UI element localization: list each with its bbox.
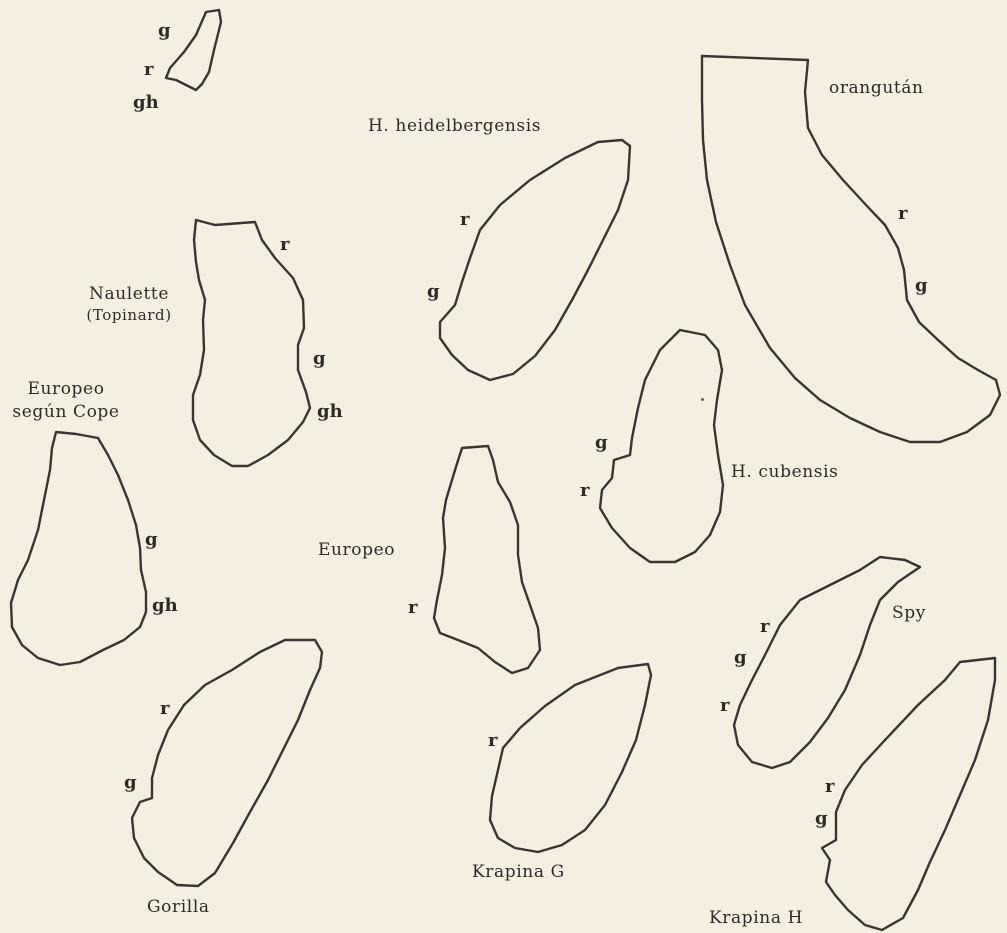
outline-naulette [193,220,310,466]
mark-krapina-h-g: g [815,810,828,828]
label-naulette: Naulette [64,286,194,303]
label-krapina-g: Krapina G [472,864,565,881]
outline-spy [734,557,920,768]
mark-gorilla-r: r [160,700,169,718]
mark-top-gh: gh [133,94,159,112]
mark-top-g: g [158,22,171,40]
mark-orangutan-r: r [898,205,907,223]
label-cubensis: H. cubensis [731,464,838,481]
outline-gorilla [132,640,322,886]
label-naulette-author: (Topinard) [64,308,194,323]
outline-krapina-g [490,664,651,852]
label-europeo-cope-author: según Cope [2,404,130,421]
mark-spy-r-lower: r [720,697,729,715]
outline-europeo-cope [11,432,146,665]
outline-europeo [434,446,540,673]
mark-naulette-r: r [280,236,289,254]
mark-cope-gh: gh [152,597,178,615]
mark-europeo-r: r [408,599,417,617]
label-spy: Spy [892,605,926,622]
mark-spy-r-upper: r [760,618,769,636]
mark-krapina-g-r: r [488,732,497,750]
label-heidelbergensis: H. heidelbergensis [368,118,541,135]
mark-krapina-h-r: r [825,778,834,796]
outline-top-small [166,10,221,90]
label-orangutan: orangután [829,80,924,97]
label-gorilla: Gorilla [147,899,210,916]
label-krapina-h: Krapina H [709,910,803,927]
mark-gorilla-g: g [124,774,137,792]
mark-naulette-g: g [313,350,326,368]
mark-cubensis-r: r [580,482,589,500]
outline-krapina-h [822,658,995,930]
label-europeo: Europeo [318,542,395,559]
mark-cope-g: g [145,531,158,549]
mark-heidelbergensis-r: r [460,211,469,229]
mark-top-r: r [144,61,153,79]
mark-naulette-gh: gh [317,403,343,421]
outline-cubensis [600,330,723,562]
mark-heidelbergensis-g: g [427,283,440,301]
outline-heidelbergensis [440,140,630,380]
specimen-speck [701,398,704,401]
label-europeo-cope: Europeo [2,381,130,398]
mark-cubensis-g: g [595,434,608,452]
mark-orangutan-g: g [915,277,928,295]
outline-orangutan [702,56,1000,442]
mark-spy-g: g [734,649,747,667]
